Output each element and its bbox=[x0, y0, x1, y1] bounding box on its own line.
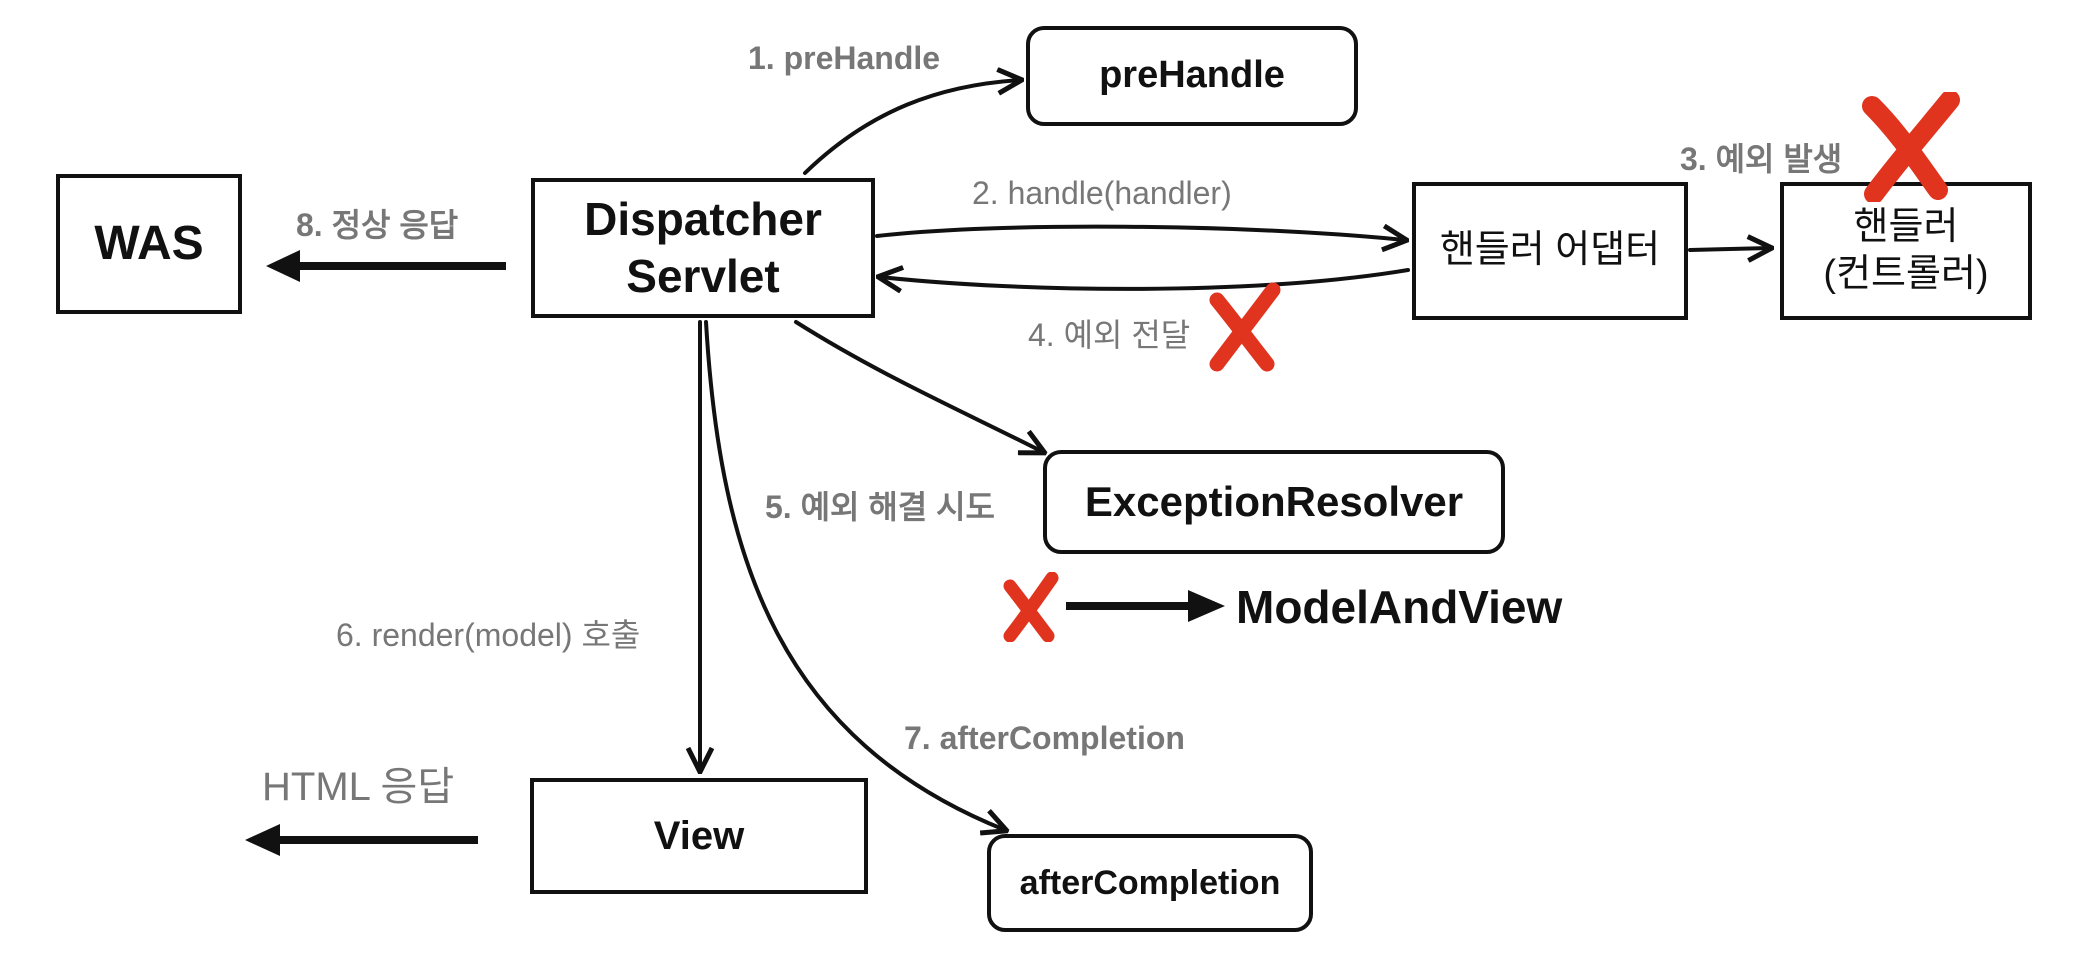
label-prehandle: 1. preHandle bbox=[748, 40, 941, 76]
edge-exception-passed bbox=[880, 270, 1410, 289]
label-exception-raised: 3. 예외 발생 bbox=[1680, 141, 1843, 177]
node-handler-adapter: 핸들러 어댑터 bbox=[1412, 182, 1688, 320]
node-after-completion: afterCompletion bbox=[987, 834, 1313, 932]
x-mark-icon bbox=[1209, 282, 1281, 372]
label-exception-passed: 4. 예외 전달 bbox=[1028, 317, 1191, 353]
node-handler-controller: 핸들러 (컨트롤러) bbox=[1780, 182, 2032, 320]
edge-adapter-to-handler bbox=[1688, 248, 1770, 250]
label-html-response: HTML 응답 bbox=[262, 765, 455, 809]
edge-after-completion bbox=[704, 320, 1005, 830]
label-render: 6. render(model) 호출 bbox=[336, 617, 641, 653]
x-mark-icon bbox=[1003, 572, 1059, 642]
x-mark-icon bbox=[1862, 92, 1960, 202]
node-prehandle: preHandle bbox=[1026, 26, 1358, 126]
label-after-completion: 7. afterCompletion bbox=[904, 720, 1185, 756]
node-exception-resolver: ExceptionResolver bbox=[1043, 450, 1505, 554]
edge-handle bbox=[875, 227, 1405, 240]
arrow-head-icon bbox=[1188, 590, 1225, 622]
label-normal-response: 8. 정상 응답 bbox=[296, 207, 459, 243]
node-model-and-view: ModelAndView bbox=[1236, 581, 1563, 633]
edge-prehandle bbox=[803, 80, 1020, 175]
node-view: View bbox=[530, 778, 868, 894]
edge-resolve-attempt bbox=[794, 320, 1043, 452]
arrow-head-icon bbox=[266, 250, 300, 282]
label-handle: 2. handle(handler) bbox=[972, 175, 1232, 211]
node-dispatcher-servlet: Dispatcher Servlet bbox=[531, 178, 875, 318]
node-was: WAS bbox=[56, 174, 242, 314]
arrow-head-icon bbox=[245, 824, 280, 856]
label-resolve-attempt: 5. 예외 해결 시도 bbox=[765, 489, 995, 525]
